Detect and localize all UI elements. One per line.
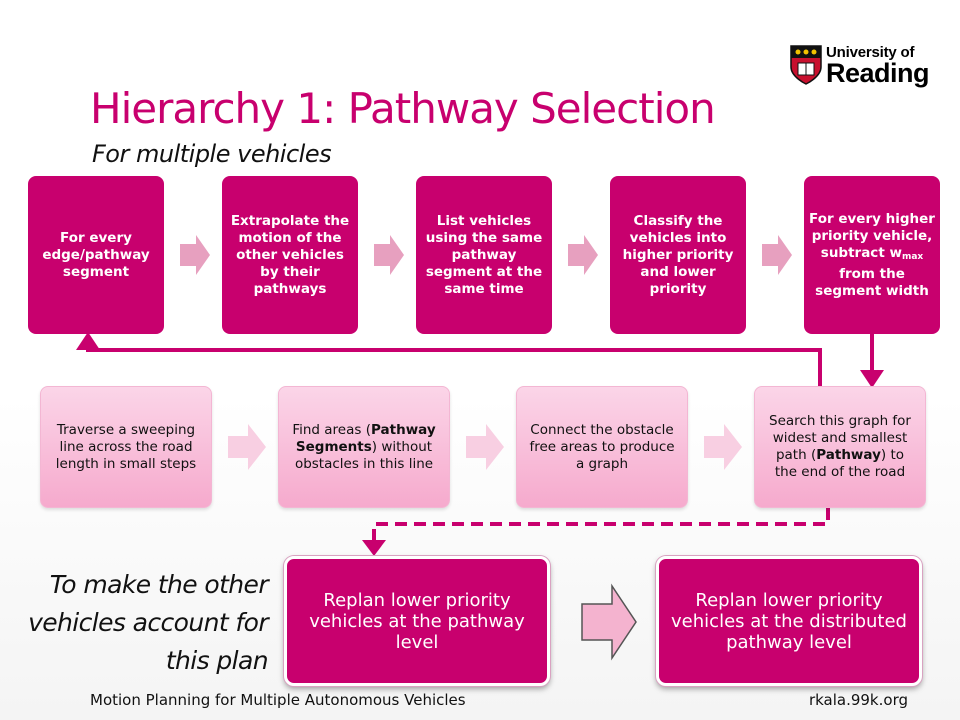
chevron-right-icon	[704, 424, 742, 470]
text-part: Search this graph for widest and smalles…	[769, 413, 911, 463]
step-sweeping-line: Traverse a sweeping line across the road…	[40, 386, 212, 508]
chevron-right-icon	[568, 235, 598, 275]
step-text: Connect the obstacle free areas to produ…	[529, 421, 675, 472]
text-part: from the segment width	[815, 265, 929, 299]
loop-back-arrow	[86, 340, 822, 386]
side-note: To make the other vehicles account for t…	[28, 570, 269, 675]
text-part: For every higher priority vehicle, subtr…	[809, 210, 935, 261]
arrow-down-icon	[362, 540, 386, 556]
slide-title: Hierarchy 1: Pathway Selection	[90, 84, 716, 133]
step-text: For every edge/pathway segment	[42, 229, 150, 280]
step-text: List vehicles using the same pathway seg…	[425, 212, 543, 297]
arrow-up-icon	[76, 332, 100, 350]
step-connect-areas: Connect the obstacle free areas to produ…	[516, 386, 688, 508]
footer-url: rkala.99k.org	[808, 691, 908, 709]
text-part: Find areas (	[292, 421, 371, 438]
text-part: ) to the end of the road	[774, 447, 906, 480]
step-text: Replan lower priority vehicles at the di…	[671, 589, 907, 653]
chevron-right-icon	[374, 235, 404, 275]
bold-text: Pathway	[816, 447, 881, 463]
replan-pathway-level: Replan lower priority vehicles at the pa…	[284, 556, 550, 686]
step-text: Classify the vehicles into higher priori…	[622, 212, 734, 297]
replan-distributed-level: Replan lower priority vehicles at the di…	[656, 556, 922, 686]
step-text: Traverse a sweeping line across the road…	[55, 421, 197, 472]
chevron-right-icon	[228, 424, 266, 470]
step-text: Search this graph for widest and smalles…	[763, 413, 917, 481]
logo-line-2: Reading	[826, 58, 930, 88]
text-part: ) without obstacles in this line	[294, 438, 434, 472]
chevron-right-icon	[762, 235, 792, 275]
dashed-connector	[372, 508, 830, 542]
step-text: Extrapolate the motion of the other vehi…	[230, 212, 350, 297]
step-classify-vehicles: Classify the vehicles into higher priori…	[610, 176, 746, 334]
chevron-right-icon	[581, 583, 637, 661]
chevron-right-icon	[180, 235, 210, 275]
shield-icon	[790, 45, 822, 85]
footer-title: Motion Planning for Multiple Autonomous …	[90, 691, 466, 709]
subscript: max	[901, 251, 924, 262]
university-logo: University of Reading	[790, 44, 930, 88]
step-subtract-width: For every higher priority vehicle, subtr…	[804, 176, 940, 334]
step-text: Find areas (Pathway Segments) without ob…	[287, 422, 441, 473]
chevron-right-icon	[466, 424, 504, 470]
logo-line-1: University of	[826, 44, 915, 61]
step-search-graph: Search this graph for widest and smalles…	[754, 386, 926, 508]
step-list-vehicles: List vehicles using the same pathway seg…	[416, 176, 552, 334]
step-edge-segment: For every edge/pathway segment	[28, 176, 164, 334]
bold-text: Pathway Segments	[295, 421, 436, 455]
step-find-areas: Find areas (Pathway Segments) without ob…	[278, 386, 450, 508]
slide-subtitle: For multiple vehicles	[92, 140, 332, 168]
step-text: Replan lower priority vehicles at the pa…	[309, 589, 525, 653]
step-extrapolate-motion: Extrapolate the motion of the other vehi…	[222, 176, 358, 334]
step-text: For every higher priority vehicle, subtr…	[808, 211, 936, 300]
